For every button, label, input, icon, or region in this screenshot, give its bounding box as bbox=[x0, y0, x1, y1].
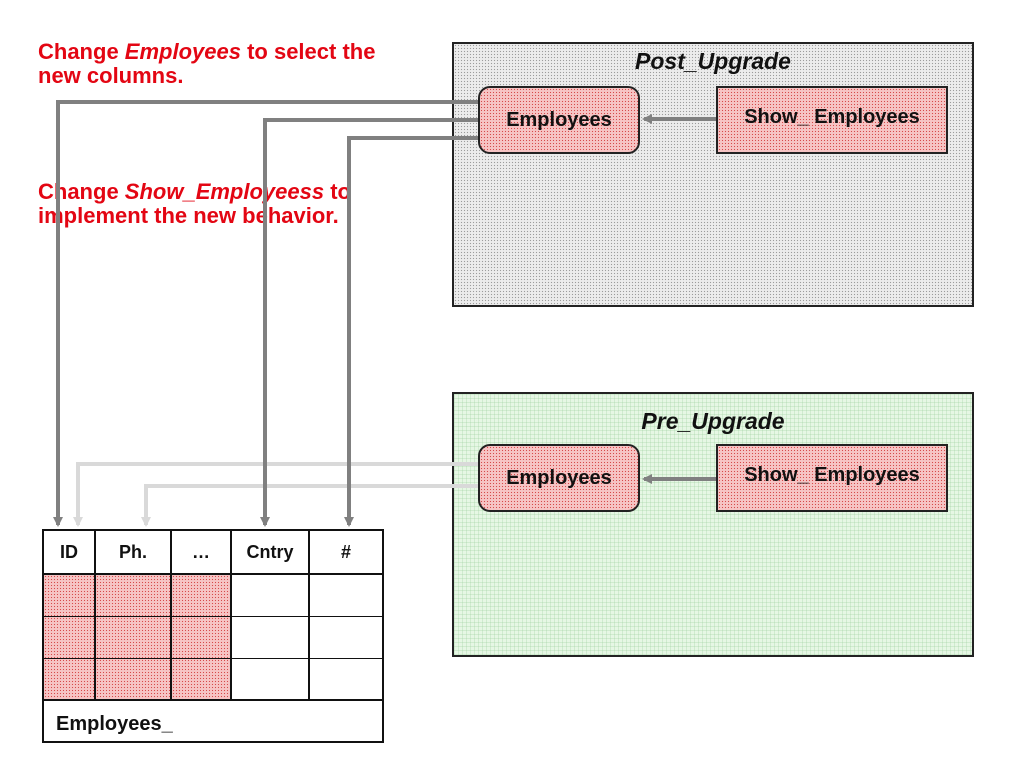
post-connector-number bbox=[344, 136, 478, 527]
post-connector-id bbox=[53, 100, 478, 527]
table-cell bbox=[96, 617, 172, 659]
column-header-ph: Ph. bbox=[96, 531, 172, 575]
note2-text: Change bbox=[38, 179, 125, 204]
table-cell bbox=[44, 617, 96, 659]
table-cell bbox=[310, 659, 382, 701]
pre-connector-id bbox=[73, 462, 478, 527]
pre-show-employees-box: Show_ Employees bbox=[716, 444, 948, 512]
note1-emphasis: Employees bbox=[124, 39, 241, 64]
column-header-id: ID bbox=[44, 531, 96, 575]
table-cell bbox=[172, 617, 232, 659]
note-change-show-employees: Change Show_Employeess to implement the … bbox=[38, 180, 428, 228]
table-cell bbox=[310, 617, 382, 659]
column-header-ellipsis: … bbox=[172, 531, 232, 575]
table-cell bbox=[232, 575, 310, 617]
table-cell bbox=[44, 575, 96, 617]
post-upgrade-title: Post_Upgrade bbox=[635, 48, 791, 74]
pre-employees-view-box: Employees bbox=[478, 444, 640, 512]
post-show-employees-box: Show_ Employees bbox=[716, 86, 948, 154]
post-connector-cntry bbox=[260, 118, 478, 527]
pre-upgrade-panel: Pre_Upgrade bbox=[452, 392, 974, 657]
table-name: Employees_ bbox=[56, 713, 173, 735]
column-header-number: # bbox=[310, 531, 382, 575]
post-employees-view-box: Employees bbox=[478, 86, 640, 154]
note2-text-end: to implement the new behavior. bbox=[38, 179, 351, 228]
note1-text-end: to select the new columns. bbox=[38, 39, 376, 88]
table-cell bbox=[172, 659, 232, 701]
note1-text: Change bbox=[38, 39, 125, 64]
table-cell bbox=[172, 575, 232, 617]
employees-table: ID Ph. … Cntry # Employees_ bbox=[42, 529, 384, 743]
table-cell bbox=[232, 617, 310, 659]
table-cell bbox=[232, 659, 310, 701]
table-cell bbox=[96, 575, 172, 617]
table-cell bbox=[44, 659, 96, 701]
table-cell bbox=[310, 575, 382, 617]
column-header-cntry: Cntry bbox=[232, 531, 310, 575]
note-change-employees: Change Employees to select the new colum… bbox=[38, 40, 398, 88]
table-cell bbox=[96, 659, 172, 701]
pre-upgrade-title: Pre_Upgrade bbox=[641, 408, 785, 434]
note2-emphasis: Show_Employeess bbox=[124, 179, 325, 204]
pre-connector-ph bbox=[141, 484, 478, 527]
